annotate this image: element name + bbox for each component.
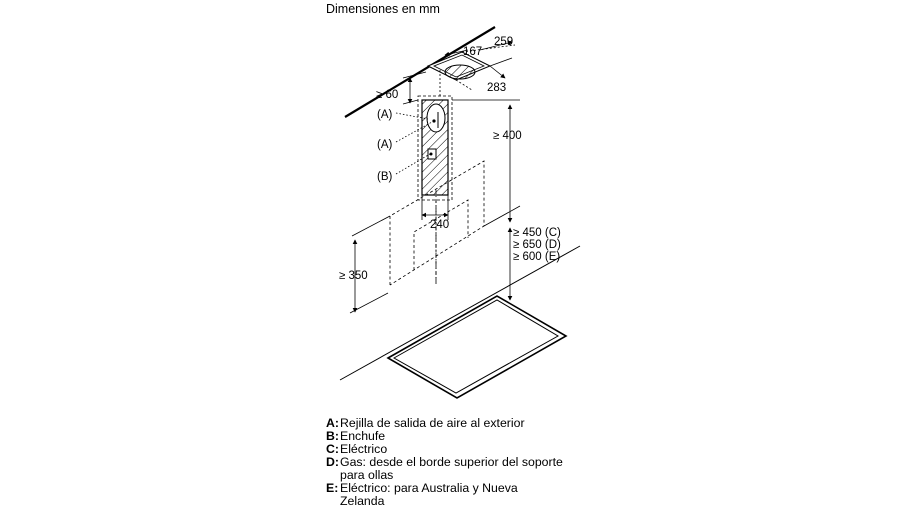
dim-600-label: ≥ 600 (E) bbox=[513, 251, 560, 263]
legend-text: Enchufe bbox=[340, 429, 386, 443]
legend-text: Eléctrico: para Australia y Nueva Zeland… bbox=[340, 481, 518, 508]
top-dimension-lines bbox=[439, 40, 516, 96]
legend-item-e: E: Eléctrico: para Australia y Nueva Zel… bbox=[326, 482, 580, 508]
dim-259-label: 259 bbox=[494, 36, 513, 48]
dim-350-label: ≥ 350 bbox=[339, 270, 368, 282]
legend-key: B: bbox=[326, 429, 339, 443]
diagram-title: Dimensiones en mm bbox=[326, 2, 440, 16]
legend-text: Rejilla de salida de aire al exterior bbox=[340, 416, 525, 430]
min-60-dimension bbox=[402, 71, 427, 105]
dim-240-label: 240 bbox=[430, 219, 449, 231]
counter-line bbox=[339, 245, 581, 381]
legend-item-a: A: Rejilla de salida de aire al exterior bbox=[326, 417, 580, 430]
marker-leaders bbox=[395, 112, 433, 175]
marker-a-top: (A) bbox=[377, 109, 393, 121]
dim-60-label: ≥ 60 bbox=[376, 89, 398, 101]
legend-item-b: B: Enchufe bbox=[326, 430, 580, 443]
dim-450-label: ≥ 450 (C) bbox=[513, 227, 561, 239]
min-450-dimension bbox=[483, 205, 521, 301]
marker-a-bottom: (A) bbox=[377, 139, 393, 151]
legend-text: Eléctrico bbox=[340, 442, 388, 456]
dim-283-label: 283 bbox=[487, 82, 506, 94]
min-350-dimension bbox=[349, 215, 391, 314]
chimney bbox=[417, 95, 453, 201]
legend-item-d: D: Gas: desde el borde superior del sopo… bbox=[326, 456, 580, 482]
cooktop bbox=[386, 295, 568, 399]
width-240-dimension bbox=[421, 195, 449, 220]
ceiling-mount-plate bbox=[426, 51, 492, 81]
legend: A: Rejilla de salida de aire al exterior… bbox=[326, 417, 580, 508]
min-400-dimension bbox=[452, 99, 520, 223]
marker-b: (B) bbox=[377, 171, 393, 183]
legend-key: A: bbox=[326, 416, 339, 430]
dim-400-label: ≥ 400 bbox=[493, 130, 522, 142]
legend-key: E: bbox=[326, 481, 339, 495]
dim-167-label: 167 bbox=[463, 46, 482, 58]
legend-text: Gas: desde el borde superior del soporte… bbox=[340, 455, 563, 482]
ceiling-line bbox=[344, 26, 496, 118]
legend-item-c: C: Eléctrico bbox=[326, 443, 580, 456]
dim-650-label: ≥ 650 (D) bbox=[513, 239, 561, 251]
legend-key: C: bbox=[326, 442, 339, 456]
legend-key: D: bbox=[326, 455, 339, 469]
